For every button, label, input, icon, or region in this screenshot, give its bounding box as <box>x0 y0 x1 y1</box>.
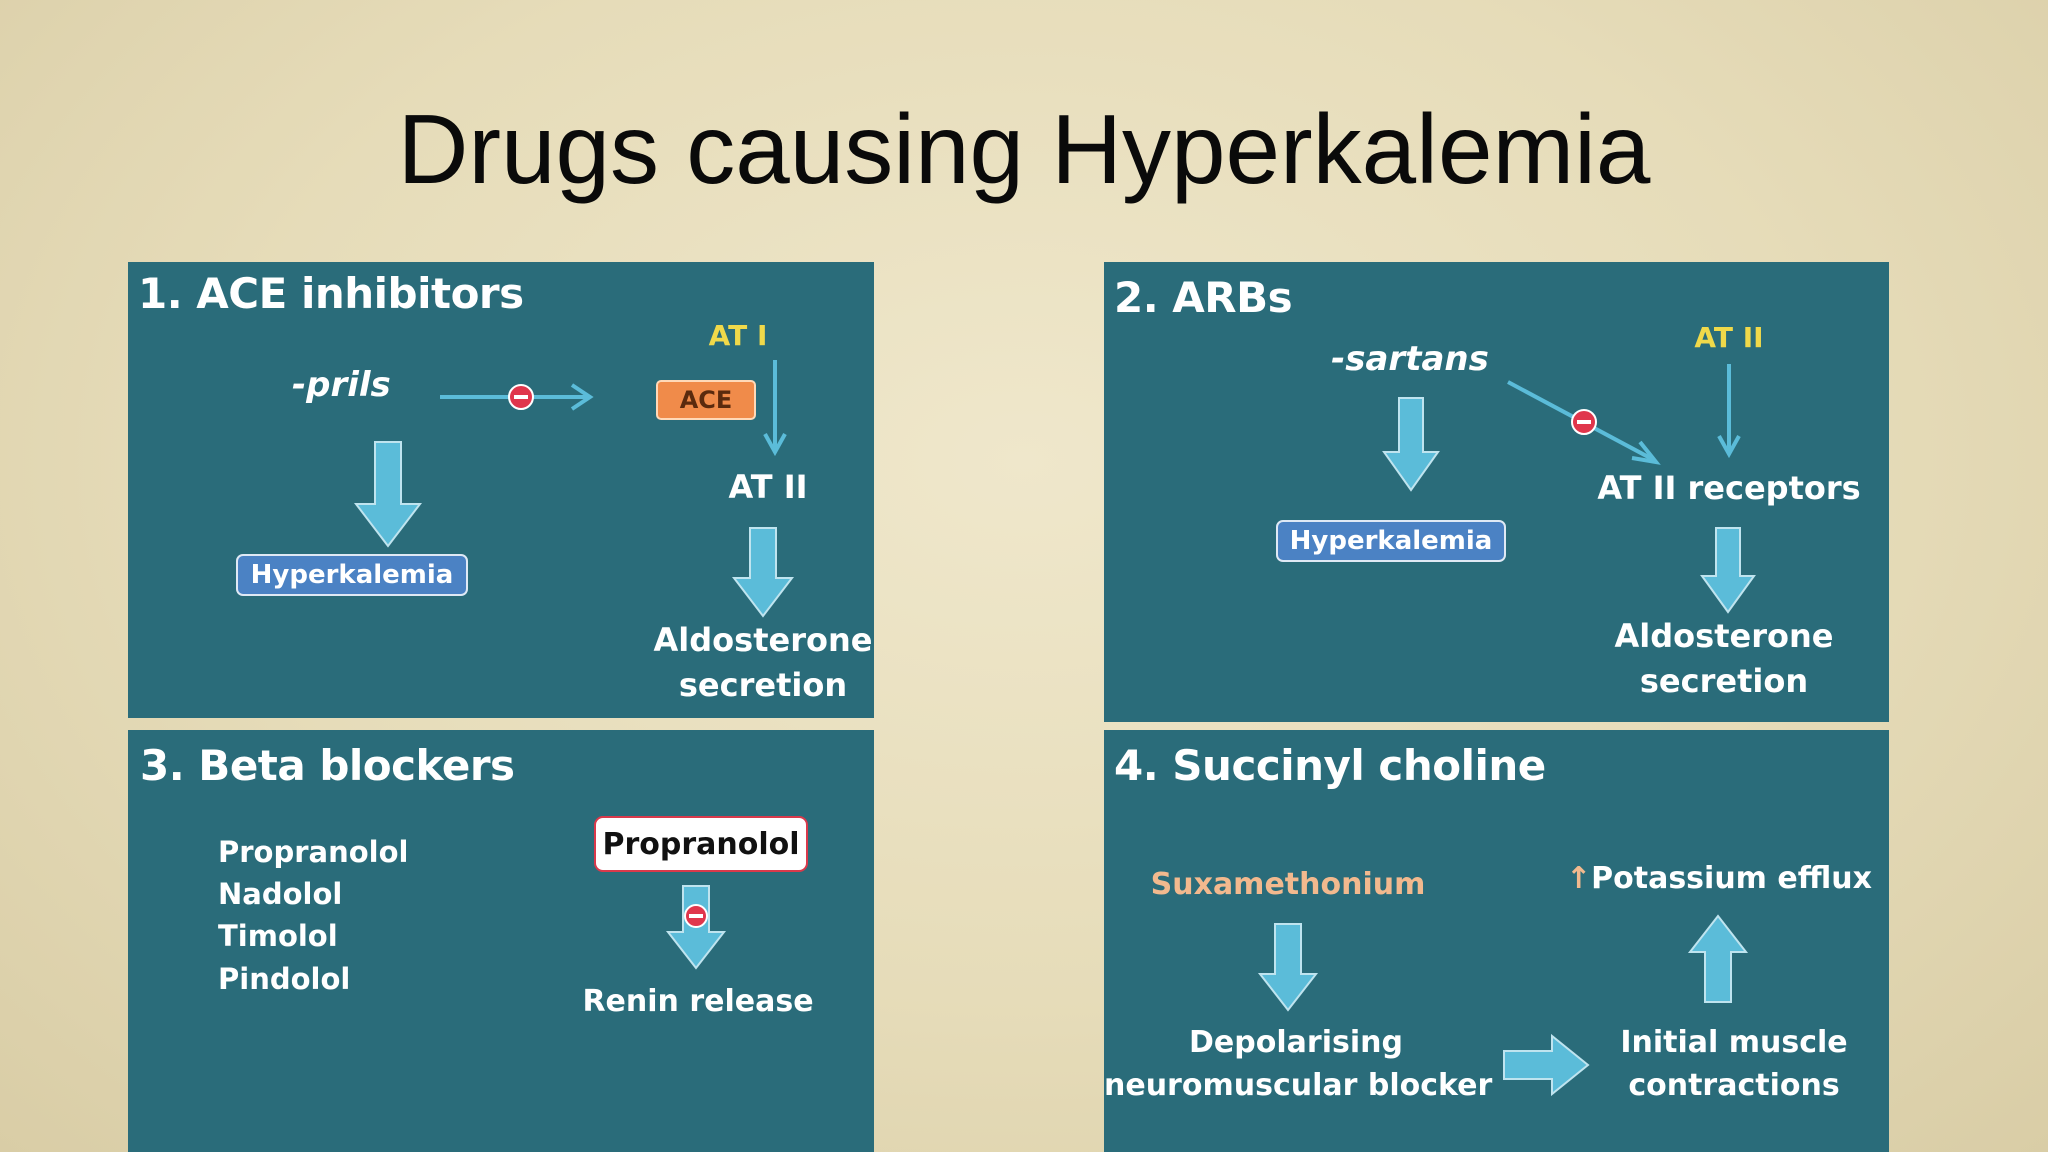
panel-arbs: 2. ARBs -sartans AT II AT II receptors H… <box>1104 262 1889 722</box>
effect-label: Renin release <box>582 984 814 1019</box>
panel-title: 2. ARBs <box>1114 273 1293 322</box>
panel-title: 4. Succinyl choline <box>1114 741 1546 790</box>
up-arrow-icon <box>1687 914 1749 1003</box>
inhibited-arrow-icon <box>1507 380 1661 465</box>
drug-label: Suxamethonium <box>1150 867 1426 902</box>
result-box: Hyperkalemia <box>1276 520 1506 562</box>
result-box: Hyperkalemia <box>236 554 468 596</box>
effect-label-line2: secretion <box>1639 662 1809 700</box>
increase-arrow-icon: ↑ <box>1566 861 1592 896</box>
slide-title: Drugs causing Hyperkalemia <box>397 94 1651 204</box>
ace-enzyme-box: ACE <box>656 380 756 420</box>
binding-arrow-icon <box>1717 364 1741 459</box>
drug-list-item: Timolol <box>218 919 338 953</box>
step1-label-line2: neuromuscular blocker <box>1104 1068 1493 1103</box>
effect-label-line1: Aldosterone <box>653 621 873 659</box>
down-arrow-icon <box>1700 527 1756 614</box>
inhibited-arrow-icon <box>440 383 594 411</box>
product-label: AT II <box>728 468 808 506</box>
down-arrow-icon <box>1257 923 1319 1012</box>
drug-class-label: -prils <box>292 365 391 405</box>
panel-succinyl-choline: 4. Succinyl choline Suxamethonium Depola… <box>1104 730 1889 1152</box>
effect-label-line1: Aldosterone <box>1614 617 1834 655</box>
drug-class-label: -sartans <box>1331 339 1489 379</box>
down-arrow-icon <box>353 441 423 548</box>
step2-label-line2: contractions <box>1628 1068 1840 1103</box>
down-arrow-icon <box>1382 397 1440 492</box>
receptor-label: AT II receptors <box>1597 469 1861 507</box>
precursor-label: AT I <box>708 319 768 352</box>
result-label: ↑Potassium efflux <box>1566 861 1872 897</box>
step2-label-line1: Initial muscle <box>1620 1025 1848 1060</box>
panel-title: 3. Beta blockers <box>140 741 515 790</box>
effect-label-line2: secretion <box>678 666 848 704</box>
right-arrow-icon <box>1503 1033 1590 1097</box>
drug-list-item: Nadolol <box>218 877 343 911</box>
panel-beta-blockers: 3. Beta blockers Propranolol Nadolol Tim… <box>128 730 874 1152</box>
drug-list-item: Propranolol <box>218 835 409 869</box>
conversion-arrow-icon <box>763 360 787 457</box>
step1-label-line1: Depolarising <box>1189 1025 1403 1060</box>
drug-list-item: Pindolol <box>218 962 351 996</box>
panel-ace-inhibitors: 1. ACE inhibitors -prils ACE AT I AT II … <box>128 262 874 718</box>
ligand-label: AT II <box>1694 321 1764 354</box>
drug-box: Propranolol <box>594 816 808 872</box>
inhibited-down-arrow-icon <box>665 885 727 970</box>
result-text: Potassium efflux <box>1591 861 1872 896</box>
down-arrow-icon <box>731 527 795 618</box>
panel-title: 1. ACE inhibitors <box>138 269 524 318</box>
